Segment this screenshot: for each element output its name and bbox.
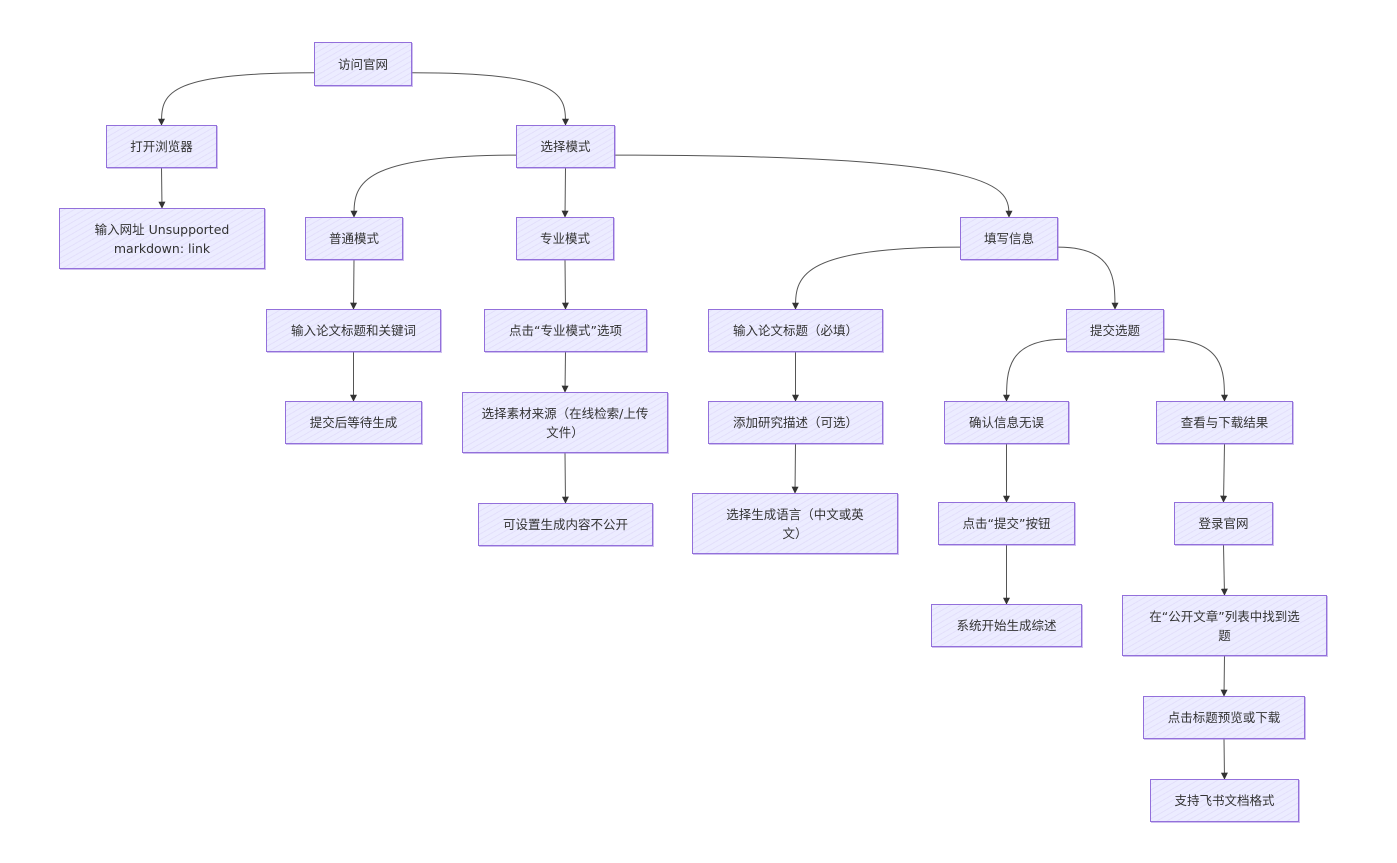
node-add-description: 添加研究描述（可选） (708, 401, 883, 444)
node-select-mode: 选择模式 (516, 125, 615, 168)
node-select-source: 选择素材来源（在线检索/上传文件） (462, 392, 668, 453)
node-visit-site: 访问官网 (314, 42, 412, 86)
edge-pro-mode-to-click-pro-option (561, 259, 569, 310)
node-system-generate: 系统开始生成综述 (931, 604, 1082, 647)
node-input-title-required: 输入论文标题（必填） (708, 309, 883, 352)
edge-click-preview-to-feishu-format (1220, 738, 1228, 780)
node-click-submit: 点击“提交”按钮 (938, 502, 1075, 545)
edge-fill-info-to-submit-topic (1057, 246, 1119, 310)
edge-select-mode-to-fill-info (614, 154, 1013, 218)
edge-fill-info-to-input-title-required (792, 246, 961, 310)
node-find-in-list: 在“公开文章”列表中找到选题 (1122, 595, 1327, 656)
node-input-title-keywords: 输入论文标题和关键词 (266, 309, 441, 352)
node-wait-generate: 提交后等待生成 (285, 401, 422, 444)
edge-visit-site-to-open-browser (158, 72, 315, 126)
node-click-pro-option: 点击“专业模式”选项 (484, 309, 647, 352)
edge-select-source-to-set-private (561, 452, 569, 504)
node-view-download: 查看与下载结果 (1156, 401, 1293, 444)
edge-add-description-to-select-language (791, 443, 799, 494)
edge-select-mode-to-normal-mode (350, 154, 517, 218)
edge-click-pro-option-to-select-source (561, 351, 569, 393)
edge-login-site-to-find-in-list (1220, 544, 1228, 596)
edge-submit-topic-to-confirm-info (1003, 338, 1067, 402)
node-confirm-info: 确认信息无误 (944, 401, 1069, 444)
edge-select-mode-to-pro-mode (561, 167, 569, 218)
edge-open-browser-to-input-url (158, 167, 166, 209)
edge-normal-mode-to-input-title-keywords (350, 259, 358, 310)
node-set-private: 可设置生成内容不公开 (478, 503, 653, 546)
node-click-preview: 点击标题预览或下载 (1143, 696, 1305, 739)
edge-submit-topic-to-view-download (1163, 338, 1228, 402)
edge-visit-site-to-select-mode (411, 72, 569, 126)
node-submit-topic: 提交选题 (1066, 309, 1164, 352)
node-input-url: 输入网址 Unsupported markdown: link (59, 208, 265, 269)
node-pro-mode: 专业模式 (516, 217, 614, 260)
edge-find-in-list-to-click-preview (1220, 655, 1228, 697)
node-normal-mode: 普通模式 (305, 217, 403, 260)
node-open-browser: 打开浏览器 (106, 125, 217, 168)
node-login-site: 登录官网 (1174, 502, 1273, 545)
node-fill-info: 填写信息 (960, 217, 1058, 260)
node-feishu-format: 支持飞书文档格式 (1150, 779, 1299, 822)
edge-view-download-to-login-site (1220, 443, 1228, 503)
node-select-language: 选择生成语言（中文或英文） (692, 493, 898, 554)
